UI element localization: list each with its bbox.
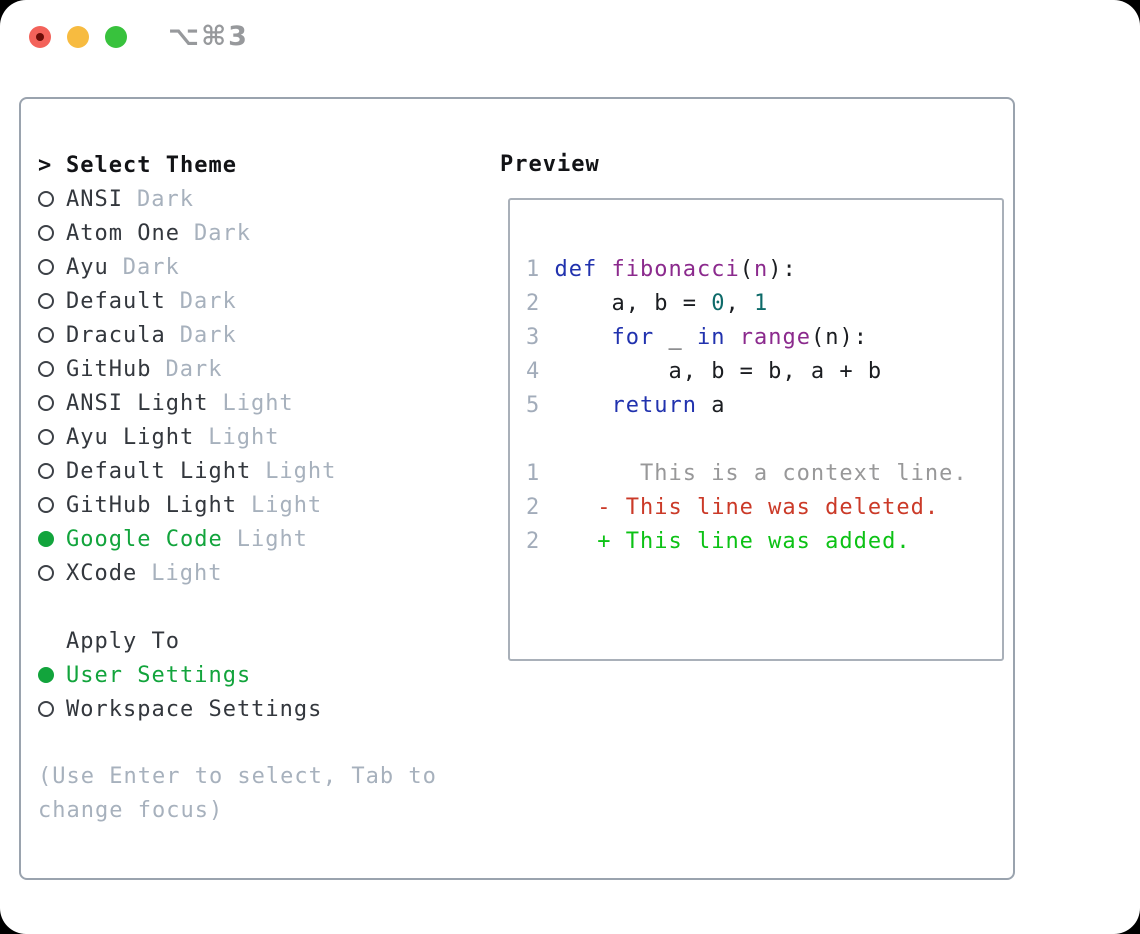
theme-variant-badge: Light	[236, 526, 308, 552]
theme-variant-badge: Light	[151, 560, 223, 586]
radio-selected-icon	[38, 658, 66, 692]
select-theme-label: Select Theme	[66, 152, 237, 178]
theme-name: Ayu	[66, 254, 109, 280]
theme-variant-badge: Dark	[193, 220, 251, 246]
code-line	[526, 423, 1002, 457]
theme-variant-badge: Light	[265, 458, 337, 484]
theme-option-default-light[interactable]: Default Light Light	[38, 454, 478, 488]
spacer	[38, 726, 478, 760]
theme-option-default[interactable]: Default Dark	[38, 284, 478, 318]
theme-option-ansi[interactable]: ANSI Dark	[38, 182, 478, 216]
preview-code-box: 1 def fibonacci(n): 2 a, b = 0, 1 3 for _ …	[508, 198, 1004, 661]
radio-unselected-icon	[38, 454, 66, 488]
titlebar: ⌥⌘3	[0, 0, 1140, 74]
theme-name: ANSI Light	[66, 390, 209, 416]
window-title: ⌥⌘3	[168, 21, 249, 52]
radio-unselected-icon	[38, 250, 66, 284]
help-text-line-2: change focus)	[38, 798, 224, 823]
minimize-button[interactable]	[67, 26, 89, 48]
theme-variant-badge: Light	[208, 424, 280, 450]
radio-unselected-icon	[38, 216, 66, 250]
code-line: 2 a, b = 0, 1	[526, 291, 769, 316]
theme-name: Default Light	[66, 458, 252, 484]
apply-to-name: Workspace Settings	[66, 696, 323, 722]
theme-variant-badge: Dark	[165, 356, 223, 382]
theme-variant-badge: Light	[250, 492, 323, 518]
zoom-button[interactable]	[105, 26, 127, 48]
theme-option-ayu-light[interactable]: Ayu Light Light	[38, 420, 478, 454]
radio-unselected-icon	[38, 318, 66, 352]
apply-to-name: User Settings	[66, 662, 252, 688]
theme-option-atom-one[interactable]: Atom One Dark	[38, 216, 478, 250]
theme-option-github-light[interactable]: GitHub Light Light	[38, 488, 478, 522]
theme-name: ANSI	[66, 186, 123, 212]
theme-variant-badge: Dark	[179, 288, 237, 314]
preview-label: Preview	[500, 152, 600, 177]
help-text-line-1: (Use Enter to select, Tab to	[38, 764, 437, 789]
radio-unselected-icon	[38, 692, 66, 726]
select-theme-header: > Select Theme	[38, 148, 478, 182]
radio-unselected-icon	[38, 420, 66, 454]
radio-unselected-icon	[38, 556, 66, 590]
close-button[interactable]	[29, 26, 51, 48]
theme-name: GitHub Light	[66, 492, 237, 518]
theme-name: Google Code	[66, 526, 223, 552]
theme-variant-badge: Light	[222, 390, 294, 416]
apply-to-option-user-settings[interactable]: User Settings	[38, 658, 478, 692]
radio-unselected-icon	[38, 352, 66, 386]
code-line: 4 a, b = b, a + b	[526, 359, 883, 384]
theme-option-ayu[interactable]: Ayu Dark	[38, 250, 478, 284]
radio-unselected-icon	[38, 284, 66, 318]
radio-unselected-icon	[38, 488, 66, 522]
radio-selected-icon	[38, 522, 66, 556]
code-line: 2 + This line was added.	[526, 529, 911, 554]
radio-unselected-icon	[38, 386, 66, 420]
theme-name: GitHub	[66, 356, 152, 382]
theme-name: Atom One	[66, 220, 180, 246]
code-line: 1 def fibonacci(n):	[526, 257, 797, 282]
theme-option-dracula[interactable]: Dracula Dark	[38, 318, 478, 352]
apply-to-header: Apply To	[38, 624, 478, 658]
apply-to-label: Apply To	[66, 628, 180, 654]
theme-option-xcode[interactable]: XCode Light	[38, 556, 478, 590]
theme-variant-badge: Dark	[136, 186, 194, 212]
theme-variant-badge: Dark	[179, 322, 237, 348]
code-line: 1 This is a context line.	[526, 461, 968, 486]
theme-option-google-code[interactable]: Google Code Light	[38, 522, 478, 556]
apply-to-option-workspace-settings[interactable]: Workspace Settings	[38, 692, 478, 726]
spacer	[38, 590, 478, 624]
code-line: 3 for _ in range(n):	[526, 325, 868, 350]
theme-variant-badge: Dark	[122, 254, 180, 280]
theme-option-github[interactable]: GitHub Dark	[38, 352, 478, 386]
code-line: 2 - This line was deleted.	[526, 495, 940, 520]
theme-option-ansi-light[interactable]: ANSI Light Light	[38, 386, 478, 420]
theme-name: Default	[66, 288, 166, 314]
code-line: 5 return a	[526, 393, 726, 418]
theme-name: XCode	[66, 560, 138, 586]
recording-dot-icon	[36, 33, 44, 41]
marker-placeholder	[38, 624, 66, 658]
focus-cursor-icon: >	[38, 152, 53, 178]
theme-name: Dracula	[66, 322, 166, 348]
theme-name: Ayu Light	[66, 424, 195, 450]
radio-unselected-icon	[38, 182, 66, 216]
